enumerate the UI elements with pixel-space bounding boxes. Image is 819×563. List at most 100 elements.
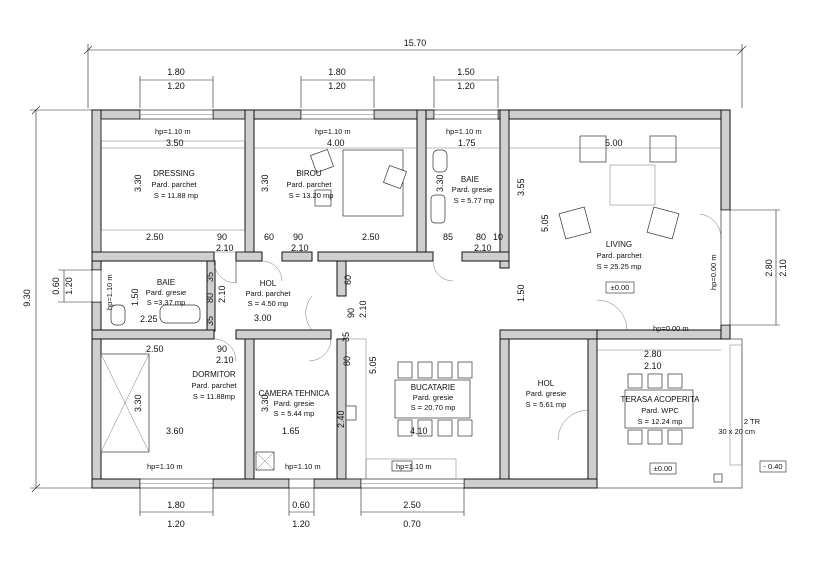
dim-label: 3.50 [166, 138, 184, 148]
room-dormitor: DORMITOR Pard. parchet S = 11.88mp [191, 370, 237, 401]
dim-label: 3.55 [516, 178, 526, 196]
room-floor: Pard. parchet [151, 180, 197, 189]
room-dressing: DRESSING Pard. parchet S = 11.88 mp [151, 169, 198, 200]
dim-label: 2.50 [146, 344, 164, 354]
exterior-walls [91, 109, 731, 489]
left-window-height: 1.20 [64, 277, 74, 295]
dim-label: 35 [205, 316, 215, 326]
dim-label: 3.30 [260, 394, 270, 412]
room-name: BAIE [461, 175, 479, 184]
hp-label: hp=1.10 m [155, 127, 191, 136]
window-2-width: 1.80 [328, 67, 346, 77]
overall-width-label: 15.70 [404, 38, 427, 48]
room-name: HOL [538, 379, 555, 388]
hp-label: hp=0.00 m [709, 254, 718, 290]
level-marker [605, 281, 635, 294]
room-name: DORMITOR [192, 370, 236, 379]
dim-label: 2.25 [140, 314, 158, 324]
hp-label: hp=1.10 m [147, 462, 183, 471]
dim-label: 3.30 [435, 174, 445, 192]
room-area: S = 5.44 mp [274, 409, 315, 418]
room-name: BIROU [296, 169, 322, 178]
outside-level-label: - 0.40 [763, 462, 782, 471]
room-name: LIVING [606, 240, 632, 249]
left-overall-dimension: 9.30 [22, 105, 92, 493]
dim-label: 35 [205, 272, 215, 282]
dim-label: 3.00 [254, 313, 272, 323]
room-floor: Pard. parchet [245, 289, 291, 298]
right-window-width: 2.80 [764, 259, 774, 277]
room-floor: Pard. WPC [641, 406, 679, 415]
dim-label: 5.00 [605, 138, 623, 148]
dim-label: 80 [205, 293, 215, 303]
window-2-height: 1.20 [328, 81, 346, 91]
room-area: S = 13.20 mp [289, 191, 334, 200]
room-floor: Pard. gresie [146, 288, 186, 297]
level-label: ±0.00 [611, 283, 630, 292]
room-birou: BIROU Pard. parchet S = 13.20 mp [286, 169, 333, 200]
armchair-icon [558, 206, 592, 240]
dim-label: 2.10 [217, 285, 227, 303]
level-label: ±0.00 [654, 464, 673, 473]
room-name: HOL [260, 279, 277, 288]
dim-label: 60 [264, 232, 274, 242]
chair-icon [314, 189, 332, 207]
room-floor: Pard. gresie [452, 185, 492, 194]
room-area: S = 20.70 mp [411, 403, 456, 412]
room-terasa: TERASA ACOPERITA Pard. WPC S = 12.24 mp … [621, 395, 701, 475]
stairs-size: 30 x 20 cm [718, 427, 755, 436]
room-floor: Pard. gresie [274, 399, 314, 408]
dim-label: 90 [217, 232, 227, 242]
top-window-dims: 1.80 1.20 1.80 1.20 1.50 1.20 [139, 67, 499, 108]
dim-label: 2.10 [644, 361, 662, 371]
dim-label: 1.75 [458, 138, 476, 148]
room-area: S = 5.61 mp [526, 400, 567, 409]
outside-level-marker [759, 460, 787, 473]
dim-label: 80 [476, 232, 486, 242]
room-area: S = 11.88mp [193, 392, 235, 401]
top-overall-dimension: 15.70 [83, 38, 747, 108]
window-1-width: 1.80 [167, 67, 185, 77]
furniture [100, 118, 743, 483]
level-marker [649, 462, 677, 475]
room-area: S =3.37 mp [147, 298, 186, 307]
room-name: CAMERA TEHNICA [259, 389, 331, 398]
bottom-window-3-height: 0.70 [403, 519, 421, 529]
room-name: BUCATARIE [411, 383, 456, 392]
hp-label: hp=1.10 m [446, 127, 482, 136]
room-name: BAIE [157, 278, 175, 287]
dim-label: 5.05 [368, 356, 378, 374]
room-name: DRESSING [153, 169, 195, 178]
bottom-window-3-width: 2.50 [403, 500, 421, 510]
dim-label: 90 [346, 308, 356, 318]
room-floor: Pard. parchet [191, 381, 237, 390]
dim-label: 1.65 [282, 426, 300, 436]
room-floor: Pard. gresie [526, 389, 566, 398]
room-area: S = 5.77 mp [454, 196, 495, 205]
dim-label: 4.00 [327, 138, 345, 148]
armchair-icon [646, 206, 680, 240]
armchair-icon [579, 135, 607, 163]
dim-label: 2.40 [336, 410, 346, 428]
room-living: LIVING Pard. parchet S = 25.25 mp ±0.00 [596, 240, 642, 294]
bottom-window-1-width: 1.80 [167, 500, 185, 510]
dim-label: 2.10 [474, 243, 492, 253]
dim-label: 1.50 [130, 288, 140, 306]
room-area: S = 11.88 mp [154, 191, 198, 200]
dim-label: 85 [443, 232, 453, 242]
dim-label: 3.30 [260, 174, 270, 192]
dim-label: 2.10 [216, 243, 234, 253]
hp-label: hp=0.00 m [653, 324, 689, 333]
room-camera-tehnica: CAMERA TEHNICA Pard. gresie S = 5.44 mp [259, 389, 331, 418]
room-name: TERASA ACOPERITA [621, 395, 701, 404]
dim-label: 2.50 [146, 232, 164, 242]
dim-label: 2.10 [358, 300, 368, 318]
dim-label: 80 [342, 356, 352, 366]
room-area: S = 4.50 mp [248, 299, 289, 308]
room-hol-1: HOL Pard. parchet S = 4.50 mp [245, 279, 291, 308]
interior-dimensions: hp=1.10 m hp=1.10 m hp=1.10 m hp=1.10 m … [101, 127, 721, 471]
room-hol-2: HOL Pard. gresie S = 5.61 mp [526, 379, 567, 409]
room-floor: Pard. parchet [286, 180, 332, 189]
stairs-label: 2 TR [744, 417, 761, 426]
